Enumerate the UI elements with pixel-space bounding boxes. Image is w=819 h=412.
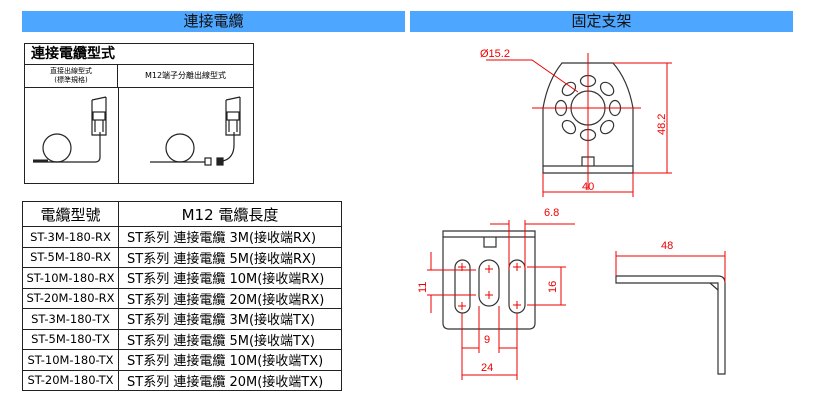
cable-type-title: 連接電纜型式 xyxy=(25,44,253,65)
description-cell: ST系列 連接電纜 20M(接收端TX) xyxy=(118,369,342,391)
description-cell: ST系列 連接電纜 10M(接收端RX) xyxy=(118,267,342,289)
arm-length-label: 48 xyxy=(661,240,673,252)
model-header: 電纜型號 xyxy=(22,201,119,227)
slot-offset-label: 6.8 xyxy=(544,207,559,219)
mounting-hole xyxy=(561,119,577,135)
description-cell: ST系列 連接電纜 20M(接收端RX) xyxy=(118,287,342,309)
direct-cable-illustration xyxy=(33,96,107,163)
mounting-hole xyxy=(561,81,577,97)
model-cell: ST-3M-180-RX xyxy=(22,226,119,248)
m12-cable-label: M12端子分離出線型式 xyxy=(118,65,253,88)
width-label: 40 xyxy=(582,181,594,193)
model-cell: ST-5M-180-RX xyxy=(22,246,119,268)
slot-pitch-label: 11 xyxy=(417,282,429,293)
description-cell: ST系列 連接電纜 3M(接收端RX) xyxy=(118,226,342,248)
bracket-plate-dimensions xyxy=(427,220,575,380)
model-cell: ST-3M-180-TX xyxy=(22,308,119,330)
arm-dimension xyxy=(615,251,726,283)
direct-cable-line1: 直接出線型式 xyxy=(50,67,92,75)
divider xyxy=(118,88,120,183)
model-cell: ST-20M-180-RX xyxy=(22,287,119,309)
model-cell: ST-10M-180-TX xyxy=(22,349,119,371)
m12-cable-illustration xyxy=(150,96,241,166)
mounting-hole xyxy=(599,119,615,135)
cable-section-header: 連接電纜 xyxy=(22,11,405,32)
bracket-side-view xyxy=(615,275,726,375)
model-cell: ST-5M-180-TX xyxy=(22,328,119,350)
bracket-section-header: 固定支架 xyxy=(410,11,793,32)
height-label: 48.2 xyxy=(656,114,668,135)
description-cell: ST系列 連接電纜 10M(接收端TX) xyxy=(118,349,342,371)
cable-type-panel: 連接電纜型式 直接出線型式 (標準規格) M12端子分離出線型式 xyxy=(24,43,254,184)
bracket-front-dimensions xyxy=(486,53,672,197)
direct-cable-line2: (標準規格) xyxy=(54,76,88,84)
slot-length-label: 16 xyxy=(547,281,559,293)
slot-span-label: 24 xyxy=(481,362,493,374)
slot-gap-label: 9 xyxy=(484,334,490,346)
description-cell: ST系列 連接電纜 5M(接收端TX) xyxy=(118,328,342,350)
description-cell: ST系列 連接電纜 3M(接收端TX) xyxy=(118,308,342,330)
model-cell: ST-10M-180-RX xyxy=(22,267,119,289)
bracket-plate-view xyxy=(442,230,536,330)
direct-cable-label: 直接出線型式 (標準規格) xyxy=(25,65,118,88)
model-cell: ST-20M-180-TX xyxy=(22,369,119,391)
diameter-label: Ø15.2 xyxy=(480,48,510,60)
length-header: M12 電纜長度 xyxy=(118,201,342,227)
mounting-hole xyxy=(599,81,615,97)
